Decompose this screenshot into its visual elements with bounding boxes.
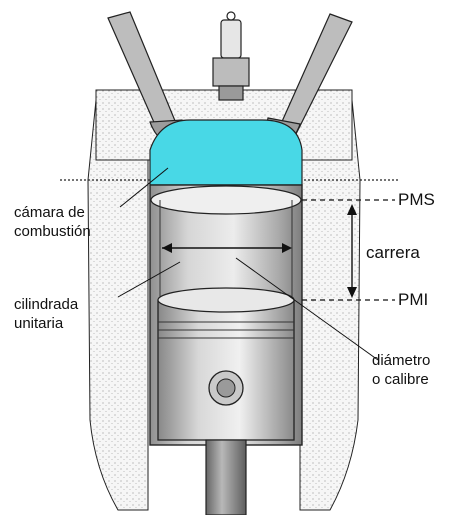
combustion-chamber bbox=[150, 120, 302, 185]
piston bbox=[158, 288, 294, 440]
label-camara-line2: combustión bbox=[14, 223, 91, 240]
bore-top-ellipse bbox=[151, 186, 301, 214]
label-cilindrada-line2: unitaria bbox=[14, 315, 64, 332]
engine-block-right bbox=[300, 100, 360, 510]
label-pmi: PMI bbox=[398, 290, 428, 309]
label-diametro-line2: o calibre bbox=[372, 371, 429, 388]
label-diametro-line1: diámetro bbox=[372, 352, 430, 369]
label-camara-line1: cámara de bbox=[14, 204, 85, 221]
connecting-rod bbox=[206, 440, 246, 515]
label-cilindrada-line1: cilindrada bbox=[14, 296, 79, 313]
label-pms: PMS bbox=[398, 190, 435, 209]
label-carrera: carrera bbox=[366, 243, 420, 262]
spark-plug bbox=[213, 12, 249, 100]
